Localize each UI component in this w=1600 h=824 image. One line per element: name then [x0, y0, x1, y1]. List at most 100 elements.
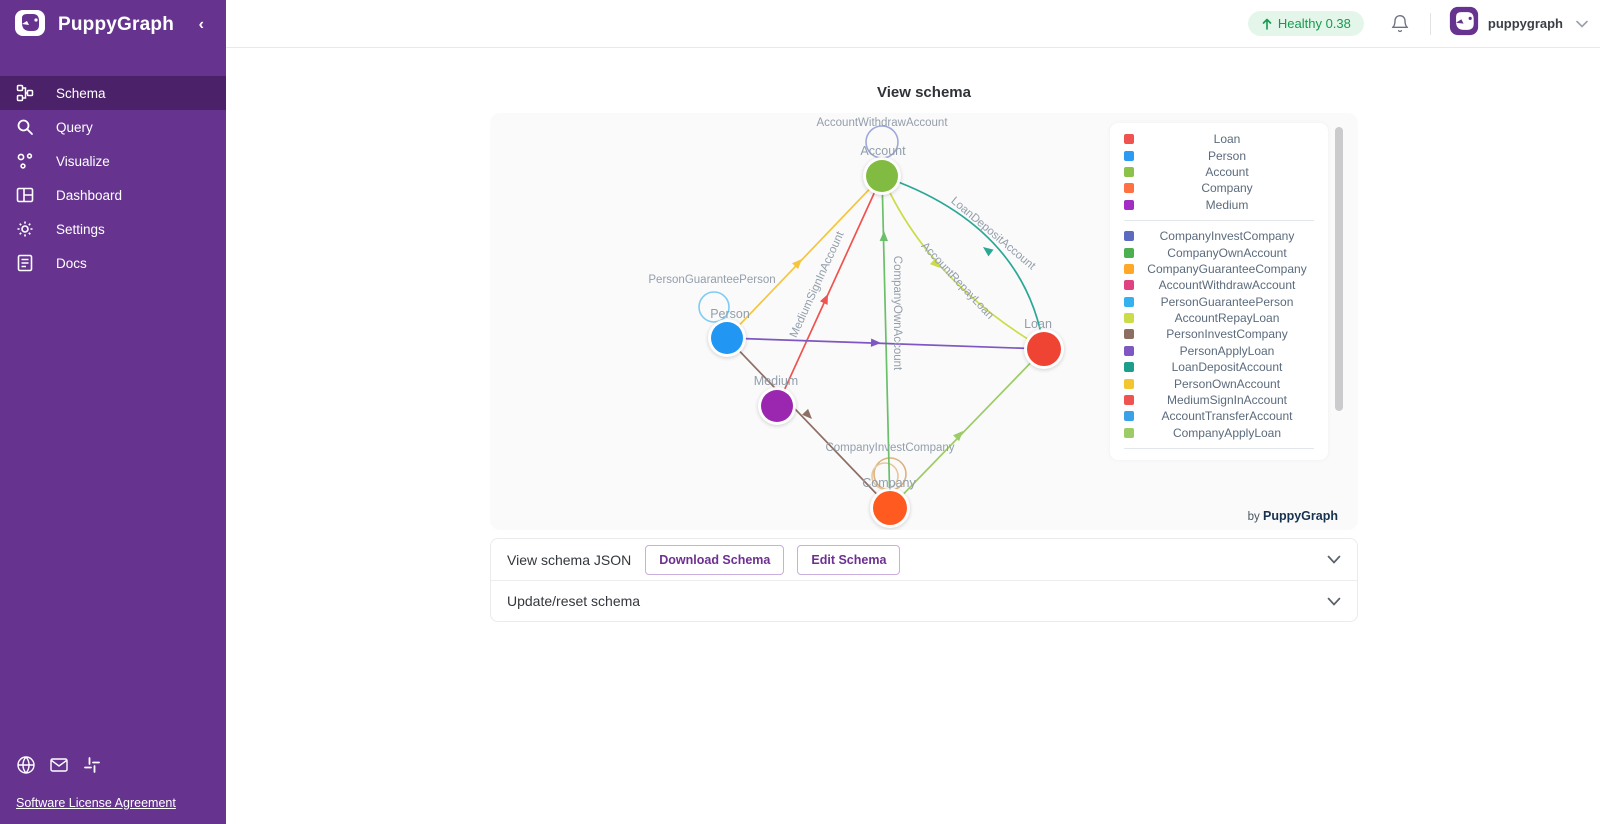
- svg-text:AccountRepayLoan: AccountRepayLoan: [919, 240, 996, 322]
- legend-edge-item: CompanyInvestCompany: [1110, 228, 1328, 244]
- edge-LoanDepositAccount: [881, 175, 1045, 350]
- svg-text:CompanyOwnAccount: CompanyOwnAccount: [891, 256, 903, 371]
- sidebar-item-query[interactable]: Query: [0, 110, 226, 144]
- svg-text:Medium: Medium: [754, 374, 798, 388]
- legend-color-swatch: [1124, 247, 1134, 258]
- legend-color-swatch: [1124, 183, 1134, 194]
- software-license-link[interactable]: Software License Agreement: [16, 796, 176, 810]
- view-schema-json-label: View schema JSON: [507, 551, 632, 568]
- main-area: Healthy 0.38 puppygraph: [226, 0, 1600, 824]
- puppygraph-logo-icon: [14, 8, 48, 43]
- legend-label: CompanyApplyLoan: [1172, 425, 1282, 440]
- legend-scrollbar[interactable]: [1335, 127, 1343, 411]
- svg-text:AccountWithdrawAccount: AccountWithdrawAccount: [816, 117, 948, 129]
- legend-color-swatch: [1124, 427, 1134, 438]
- legend-edge-item: CompanyGuaranteeCompany: [1110, 261, 1328, 277]
- legend-node-item: Account: [1110, 164, 1328, 180]
- legend-edge-item: PersonOwnAccount: [1110, 375, 1328, 391]
- update-reset-schema-label: Update/reset schema: [507, 593, 641, 609]
- legend-color-swatch: [1124, 313, 1134, 324]
- legend-label: Person: [1207, 148, 1247, 163]
- sidebar-footer-icons: [16, 755, 210, 780]
- page-title: View schema: [877, 84, 971, 101]
- edge-PersonOwnAccount: [726, 175, 883, 339]
- sidebar-item-settings[interactable]: Settings: [0, 212, 226, 246]
- sidebar-item-visualize[interactable]: Visualize: [0, 144, 226, 178]
- legend-label: MediumSignInAccount: [1166, 393, 1288, 408]
- legend-node-item: Loan: [1110, 131, 1328, 147]
- mail-icon[interactable]: [49, 755, 69, 780]
- edge-MediumSignInAccount: [776, 175, 883, 407]
- legend-color-swatch: [1124, 263, 1134, 274]
- sidebar-collapse-button[interactable]: ‹: [198, 16, 204, 33]
- legend-color-swatch: [1124, 395, 1134, 406]
- svg-text:Loan: Loan: [1024, 317, 1052, 331]
- graph-node-Medium[interactable]: [758, 387, 796, 425]
- legend-color-swatch: [1124, 345, 1134, 356]
- legend-edge-item: AccountTransferAccount: [1110, 408, 1328, 424]
- sidebar-brand: PuppyGraph ‹: [0, 0, 226, 48]
- download-schema-button[interactable]: Download Schema: [645, 544, 785, 575]
- arrow-up-icon: [1262, 18, 1272, 30]
- attribution-brand: PuppyGraph: [1262, 509, 1338, 523]
- legend-label: PersonInvestCompany: [1166, 327, 1288, 342]
- legend-color-swatch: [1124, 150, 1134, 161]
- top-bar: Healthy 0.38 puppygraph: [226, 0, 1600, 48]
- legend-node-item: Person: [1110, 147, 1328, 163]
- edge-AccountRepayLoan: [881, 175, 1045, 350]
- edge-CompanyApplyLoan: [889, 348, 1045, 509]
- svg-text:CompanyInvestCompany: CompanyInvestCompany: [825, 442, 954, 454]
- legend-color-swatch: [1124, 329, 1134, 340]
- user-menu[interactable]: puppygraph: [1449, 6, 1588, 41]
- svg-text:MediumSignInAccount: MediumSignInAccount: [788, 229, 847, 339]
- sidebar-item-docs[interactable]: Docs: [0, 246, 226, 280]
- legend-edge-item: CompanyOwnAccount: [1110, 244, 1328, 260]
- legend-color-swatch: [1124, 166, 1134, 177]
- legend-color-swatch: [1124, 411, 1134, 422]
- legend-edge-item: AccountWithdrawAccount: [1110, 277, 1328, 293]
- edit-schema-button[interactable]: Edit Schema: [797, 544, 901, 575]
- user-avatar-logo: [1449, 6, 1479, 41]
- chevron-down-icon: [1576, 20, 1588, 28]
- legend-color-swatch: [1124, 296, 1134, 307]
- health-status-badge[interactable]: Healthy 0.38: [1247, 11, 1364, 36]
- edge-CompanyOwnAccount: [881, 175, 891, 509]
- visualize-icon: [16, 152, 34, 170]
- user-name: puppygraph: [1487, 16, 1563, 31]
- expand-update-reset-schema-icon[interactable]: [1327, 597, 1341, 606]
- header-divider: [1429, 12, 1431, 35]
- graph-node-Account[interactable]: [863, 157, 901, 195]
- dashboard-icon: [16, 186, 34, 204]
- sidebar-item-schema[interactable]: Schema: [0, 76, 226, 110]
- query-icon: [16, 118, 34, 136]
- globe-icon[interactable]: [16, 755, 36, 780]
- schema-icon: [16, 84, 34, 102]
- sidebar-item-label: Dashboard: [56, 187, 123, 203]
- legend-color-swatch: [1124, 231, 1134, 242]
- legend-label: Loan: [1213, 132, 1241, 147]
- legend-label: Company: [1201, 181, 1253, 196]
- legend-label: AccountRepayLoan: [1174, 311, 1280, 326]
- graph-node-Company[interactable]: [870, 488, 910, 528]
- legend-label: AccountTransferAccount: [1161, 409, 1293, 424]
- legend-label: CompanyGuaranteeCompany: [1147, 261, 1307, 276]
- legend-edge-item: PersonApplyLoan: [1110, 343, 1328, 359]
- legend-color-swatch: [1124, 280, 1134, 291]
- legend-label: AccountWithdrawAccount: [1158, 278, 1296, 293]
- settings-icon: [16, 220, 34, 238]
- edge-PersonApplyLoan: [726, 337, 1045, 350]
- legend-label: Medium: [1205, 197, 1249, 212]
- update-reset-schema-row: Update/reset schema: [491, 580, 1357, 621]
- slack-icon[interactable]: [82, 755, 102, 780]
- expand-view-schema-json-icon[interactable]: [1327, 555, 1341, 564]
- notifications-bell-icon[interactable]: [1390, 14, 1410, 34]
- graph-node-Loan[interactable]: [1024, 329, 1064, 369]
- legend-edge-item: PersonGuaranteePerson: [1110, 294, 1328, 310]
- sidebar-item-dashboard[interactable]: Dashboard: [0, 178, 226, 212]
- schema-accordion: View schema JSON Download Schema Edit Sc…: [490, 538, 1358, 622]
- graph-node-Person[interactable]: [708, 319, 746, 357]
